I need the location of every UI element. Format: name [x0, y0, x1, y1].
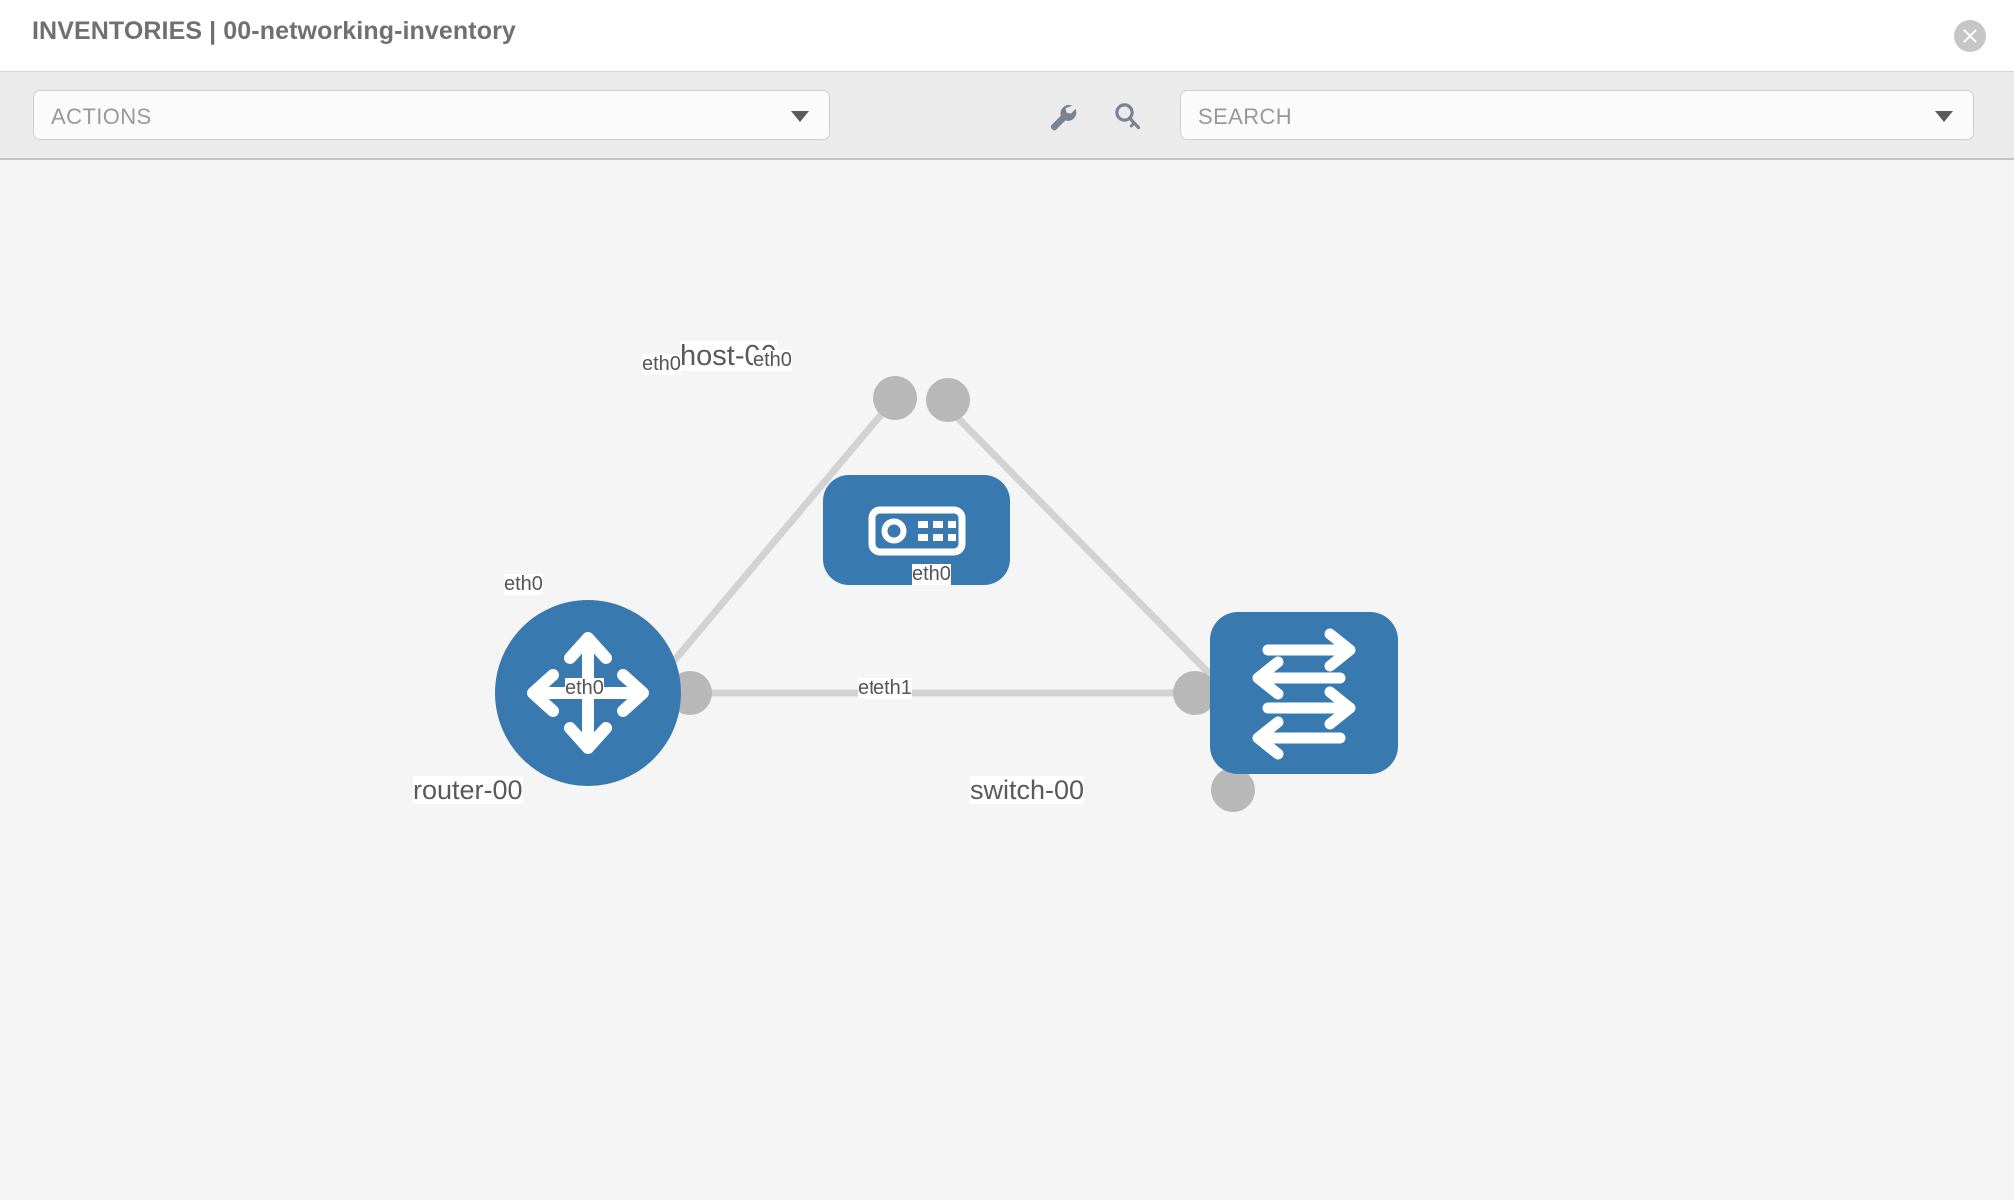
- key-icon[interactable]: [1110, 100, 1144, 134]
- link-host-switch: [947, 407, 1258, 723]
- actions-dropdown[interactable]: ACTIONS: [33, 90, 830, 140]
- node-label-router-00: router-00: [413, 775, 523, 805]
- iface-label-router-right: eth0: [565, 677, 604, 699]
- page-title: INVENTORIES | 00-networking-inventory: [32, 17, 516, 45]
- iface-nub-host-left: [873, 376, 917, 420]
- wrench-icon[interactable]: [1046, 100, 1080, 134]
- iface-nub-switch-up: [1211, 768, 1255, 812]
- node-host-00: [823, 475, 1010, 585]
- topology-canvas[interactable]: host-00 router-00 switch-00 eth0 eth0 et…: [0, 160, 2014, 1200]
- chevron-down-icon: [1935, 111, 1953, 122]
- page-header: INVENTORIES | 00-networking-inventory: [0, 0, 2014, 71]
- iface-label-router-up: eth0: [504, 573, 543, 595]
- iface-label-host-right: eth0: [753, 349, 792, 371]
- topology-interface-nubs: [668, 376, 1255, 812]
- iface-label-host-left: eth0: [642, 353, 681, 375]
- actions-dropdown-label: ACTIONS: [51, 104, 152, 129]
- iface-nub-switch-left: [1173, 671, 1217, 715]
- iface-label-switch-left-b: eth1: [873, 677, 912, 699]
- toolbar: ACTIONS SEARCH: [0, 71, 2014, 160]
- search-placeholder: SEARCH: [1198, 104, 1293, 129]
- chevron-down-icon: [791, 111, 809, 122]
- search-input[interactable]: SEARCH: [1180, 90, 1974, 140]
- iface-nub-host-right: [926, 378, 970, 422]
- node-switch-00: [1210, 612, 1398, 774]
- iface-label-switch-up: eth0: [912, 563, 951, 585]
- node-label-switch-00: switch-00: [970, 775, 1085, 805]
- topology-graph: [495, 376, 1398, 812]
- close-icon[interactable]: [1954, 20, 1986, 52]
